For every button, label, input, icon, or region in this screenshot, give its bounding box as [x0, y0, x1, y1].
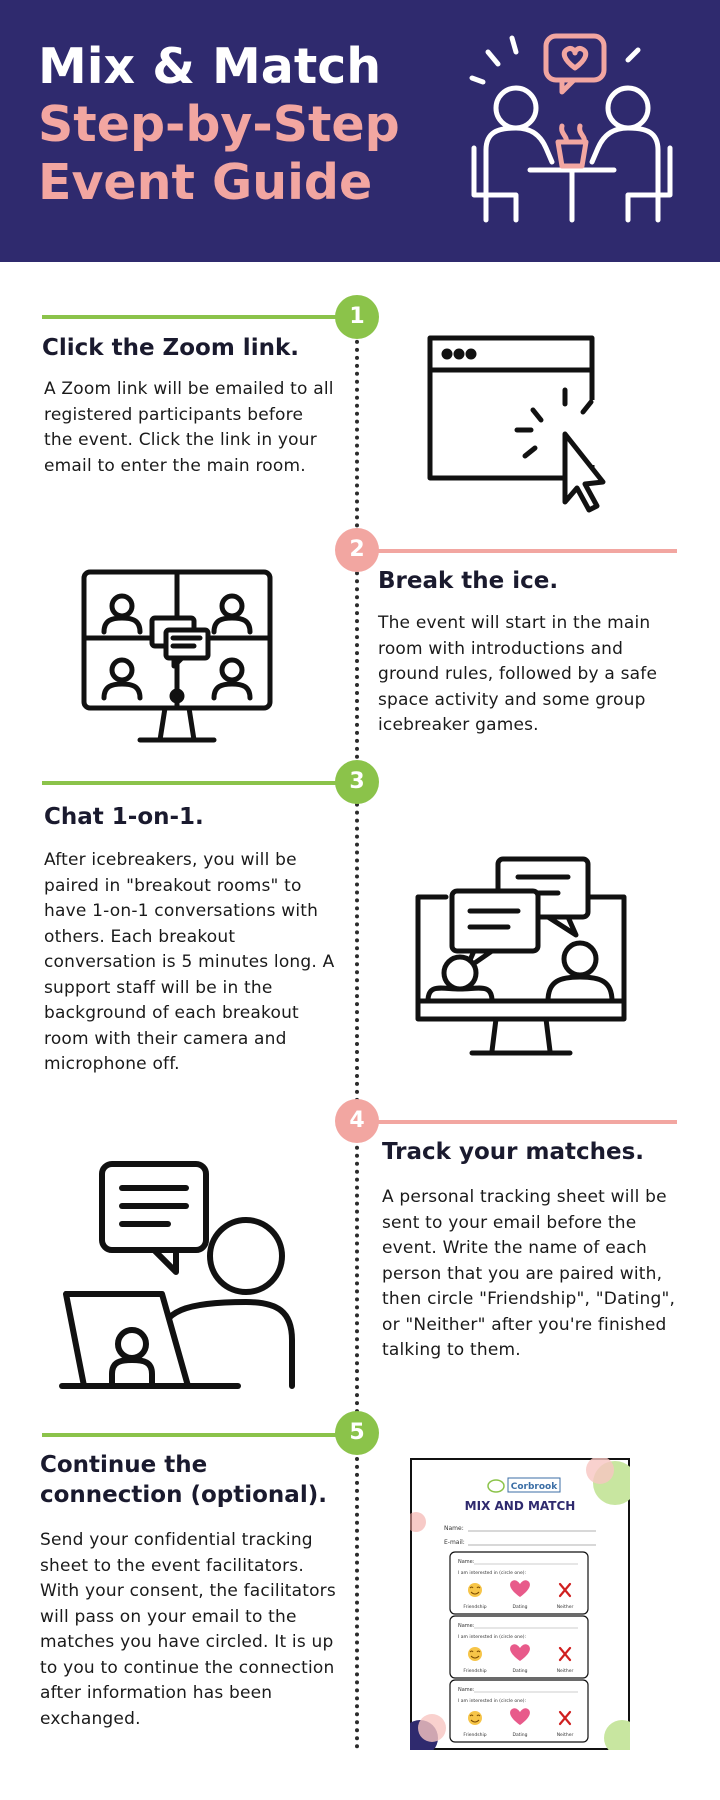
- svg-text:I am interested in (circle one: I am interested in (circle one):: [458, 1698, 526, 1704]
- step-2-title: Break the ice.: [378, 568, 559, 594]
- svg-text:Neither: Neither: [557, 1732, 574, 1738]
- header-banner: Mix & Match Step-by-Step Event Guide: [0, 0, 720, 262]
- svg-text:Neither: Neither: [557, 1604, 574, 1610]
- step-3-title: Chat 1-on-1.: [44, 804, 204, 830]
- step-1-badge: 1: [335, 295, 379, 339]
- svg-text:Dating: Dating: [513, 1732, 528, 1738]
- sheet-card: Name: I am interested in (circle one): F…: [449, 1615, 589, 1679]
- step-2-badge: 2: [335, 528, 379, 572]
- couple-date-icon: [468, 30, 678, 235]
- svg-text:Neither: Neither: [557, 1668, 574, 1674]
- step-1-line: [42, 315, 342, 319]
- step-2-body: The event will start in the main room wi…: [378, 613, 658, 735]
- sheet-card: Name: I am interested in (circle one): F…: [449, 1679, 589, 1743]
- step-1-title: Click the Zoom link.: [42, 335, 299, 361]
- sheet-card: Name: I am interested in (circle one): F…: [449, 1551, 589, 1615]
- step-5-line: [42, 1433, 342, 1437]
- step-5-badge: 5: [335, 1411, 379, 1455]
- step-2-line: [357, 549, 677, 553]
- title-line-3: Event Guide: [38, 154, 373, 211]
- step-3-badge: 3: [335, 760, 379, 804]
- title-line-2: Step-by-Step: [38, 96, 400, 153]
- svg-text:Friendship: Friendship: [463, 1668, 486, 1674]
- svg-text:Dating: Dating: [513, 1604, 528, 1610]
- sheet-brand: Corbrook: [511, 1482, 558, 1492]
- sheet-name-label: Name:: [444, 1525, 464, 1532]
- step-3-body: After icebreakers, you will be paired in…: [44, 850, 335, 1074]
- tracking-sheet-icon: Corbrook MIX AND MATCH Name: E-mail: Nam…: [410, 1458, 630, 1750]
- timeline-dotted-line: [355, 300, 359, 1750]
- page-title: Mix & Match Step-by-Step Event Guide: [38, 38, 400, 212]
- sheet-email-label: E-mail:: [444, 1539, 465, 1546]
- step-4-body: A personal tracking sheet will be sent t…: [382, 1187, 676, 1360]
- svg-text:Name:: Name:: [458, 1559, 475, 1565]
- video-chat-pair-icon: [408, 855, 630, 1061]
- step-5-body: Send your confidential tracking sheet to…: [40, 1530, 336, 1729]
- svg-text:Name:: Name:: [458, 1687, 475, 1693]
- sheet-title: MIX AND MATCH: [465, 1499, 576, 1513]
- svg-text:Name:: Name:: [458, 1623, 475, 1629]
- video-call-group-icon: [80, 568, 276, 750]
- laptop-user-chat-icon: [58, 1160, 298, 1392]
- step-1-body: A Zoom link will be emailed to all regis…: [44, 379, 334, 476]
- svg-text:Friendship: Friendship: [463, 1732, 486, 1738]
- step-4-title: Track your matches.: [382, 1139, 644, 1165]
- svg-text:I am interested in (circle one: I am interested in (circle one):: [458, 1634, 526, 1640]
- browser-cursor-icon: [425, 330, 625, 520]
- svg-text:Dating: Dating: [513, 1668, 528, 1674]
- title-line-1: Mix & Match: [38, 38, 382, 95]
- step-4-badge: 4: [335, 1099, 379, 1143]
- svg-text:Friendship: Friendship: [463, 1604, 486, 1610]
- step-5-title: Continue the connection (optional).: [40, 1452, 327, 1508]
- step-3-line: [42, 781, 342, 785]
- step-4-line: [357, 1120, 677, 1124]
- svg-text:I am interested in (circle one: I am interested in (circle one):: [458, 1570, 526, 1576]
